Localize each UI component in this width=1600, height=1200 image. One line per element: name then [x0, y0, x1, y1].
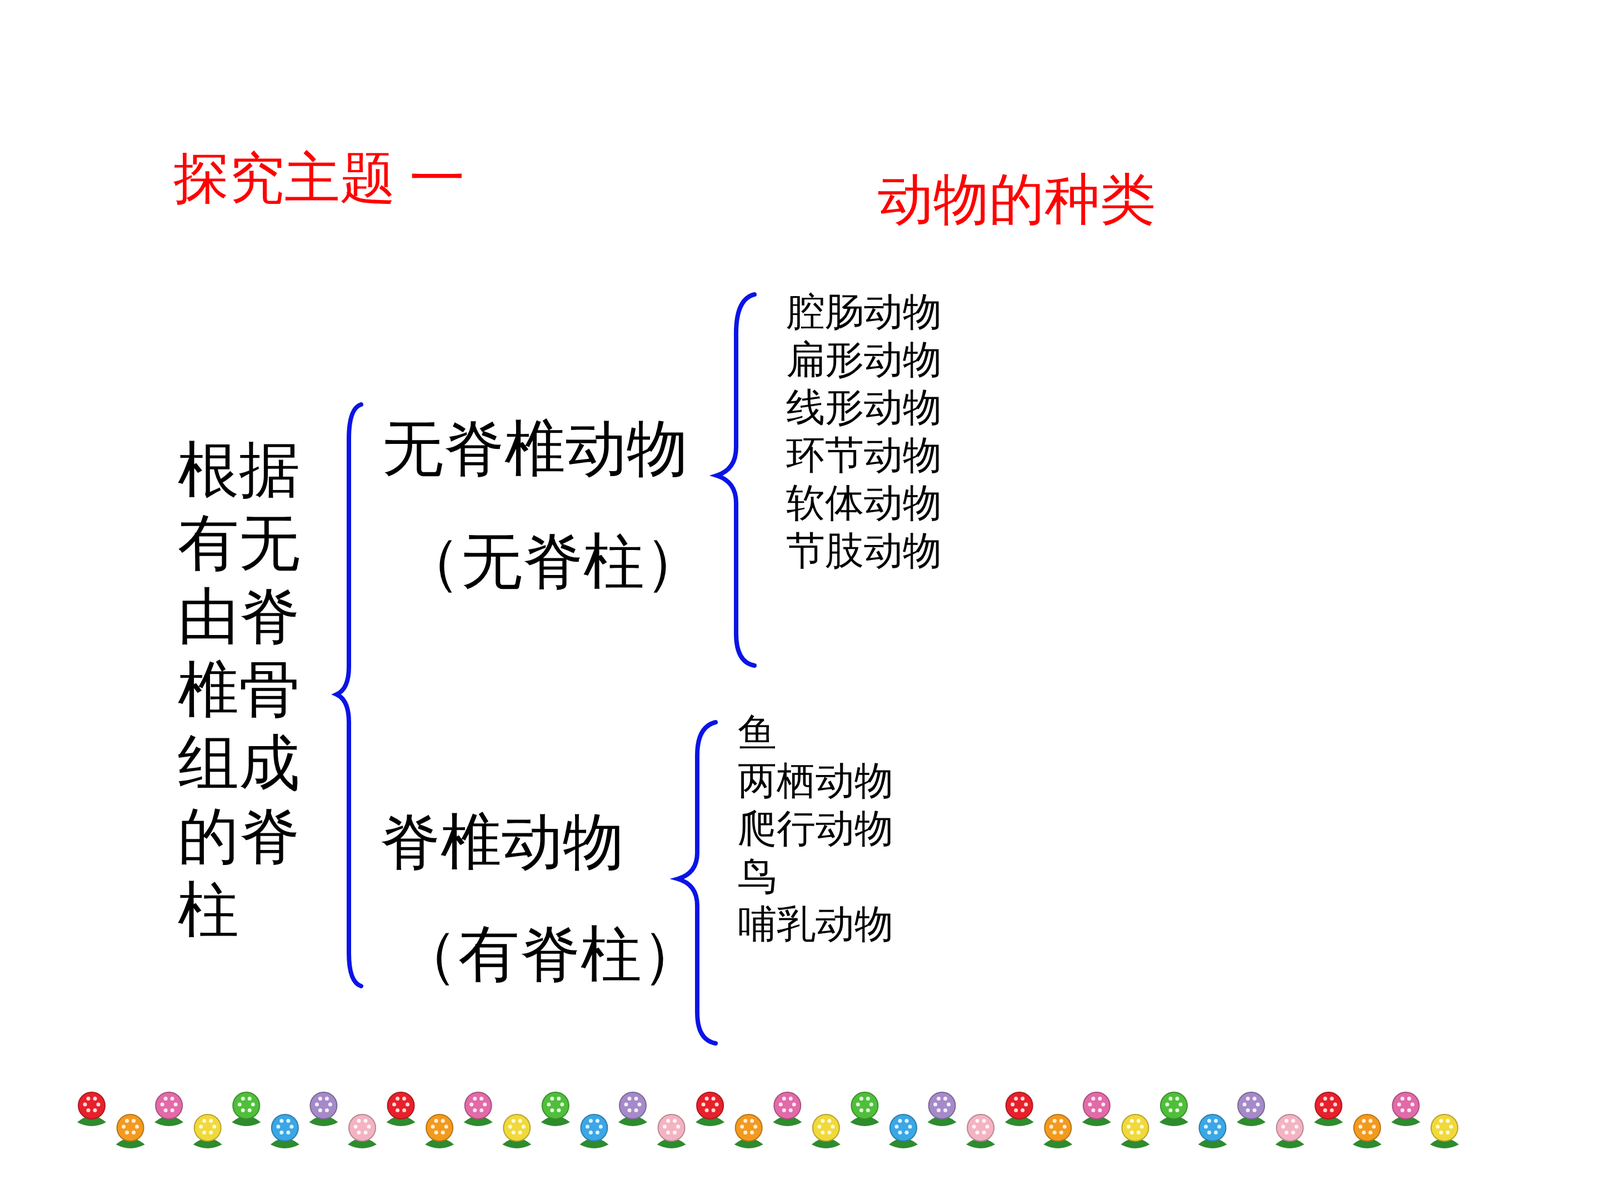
class-name: 哺乳动物: [737, 901, 894, 948]
flower: [579, 1114, 609, 1149]
page-title: 动物的种类: [877, 166, 1156, 234]
flower: [618, 1092, 648, 1127]
flower: [502, 1114, 532, 1149]
flower: [116, 1114, 145, 1149]
topic-heading: 探究主题 一: [173, 145, 465, 213]
vertebrate-bracket: [677, 722, 716, 1044]
flower: [734, 1114, 764, 1149]
flower: [193, 1114, 223, 1149]
flower: [1005, 1092, 1034, 1127]
flower: [1043, 1114, 1073, 1149]
flower: [231, 1092, 261, 1127]
criterion-text: 根据有无由脊椎骨组成的脊柱: [177, 433, 300, 947]
class-name: 鱼: [737, 710, 777, 757]
group-note: （有脊柱）: [397, 917, 703, 992]
flower: [966, 1114, 995, 1149]
flower: [1391, 1092, 1420, 1127]
class-name: 扁形动物: [786, 336, 942, 384]
flower: [270, 1114, 300, 1149]
class-name: 两栖动物: [737, 757, 894, 805]
flower: [154, 1092, 184, 1127]
main-bracket: [336, 404, 362, 987]
flower: [888, 1114, 918, 1149]
class-name: 鸟: [737, 853, 777, 900]
flower: [1198, 1114, 1228, 1149]
flower: [850, 1092, 879, 1127]
flower: [1352, 1114, 1382, 1149]
flower-border: [77, 1092, 1459, 1149]
flower: [77, 1092, 107, 1127]
group-note: （无脊柱）: [400, 525, 706, 599]
flower: [695, 1092, 725, 1127]
class-name: 线形动物: [786, 384, 942, 432]
flower: [927, 1092, 957, 1127]
group-name: 脊椎动物: [379, 805, 624, 879]
flower: [1236, 1092, 1266, 1127]
flower: [425, 1114, 454, 1149]
flower: [811, 1114, 841, 1149]
class-name: 腔肠动物: [786, 288, 942, 336]
invertebrate-bracket: [716, 294, 755, 666]
flower: [347, 1114, 377, 1149]
flower: [1313, 1092, 1343, 1127]
flower: [1082, 1092, 1112, 1127]
flower: [772, 1092, 802, 1127]
flower: [541, 1092, 570, 1127]
group-name: 无脊椎动物: [382, 412, 688, 486]
flower: [386, 1092, 416, 1127]
flower: [1159, 1092, 1189, 1127]
flower: [1430, 1114, 1459, 1149]
flower: [1275, 1114, 1305, 1149]
class-name: 爬行动物: [737, 805, 894, 853]
flower: [1120, 1114, 1150, 1149]
class-name: 节肢动物: [786, 527, 942, 575]
flower: [308, 1092, 338, 1127]
flower: [657, 1114, 687, 1149]
flower: [463, 1092, 493, 1127]
class-name: 软体动物: [786, 480, 942, 527]
class-name: 环节动物: [786, 432, 942, 479]
